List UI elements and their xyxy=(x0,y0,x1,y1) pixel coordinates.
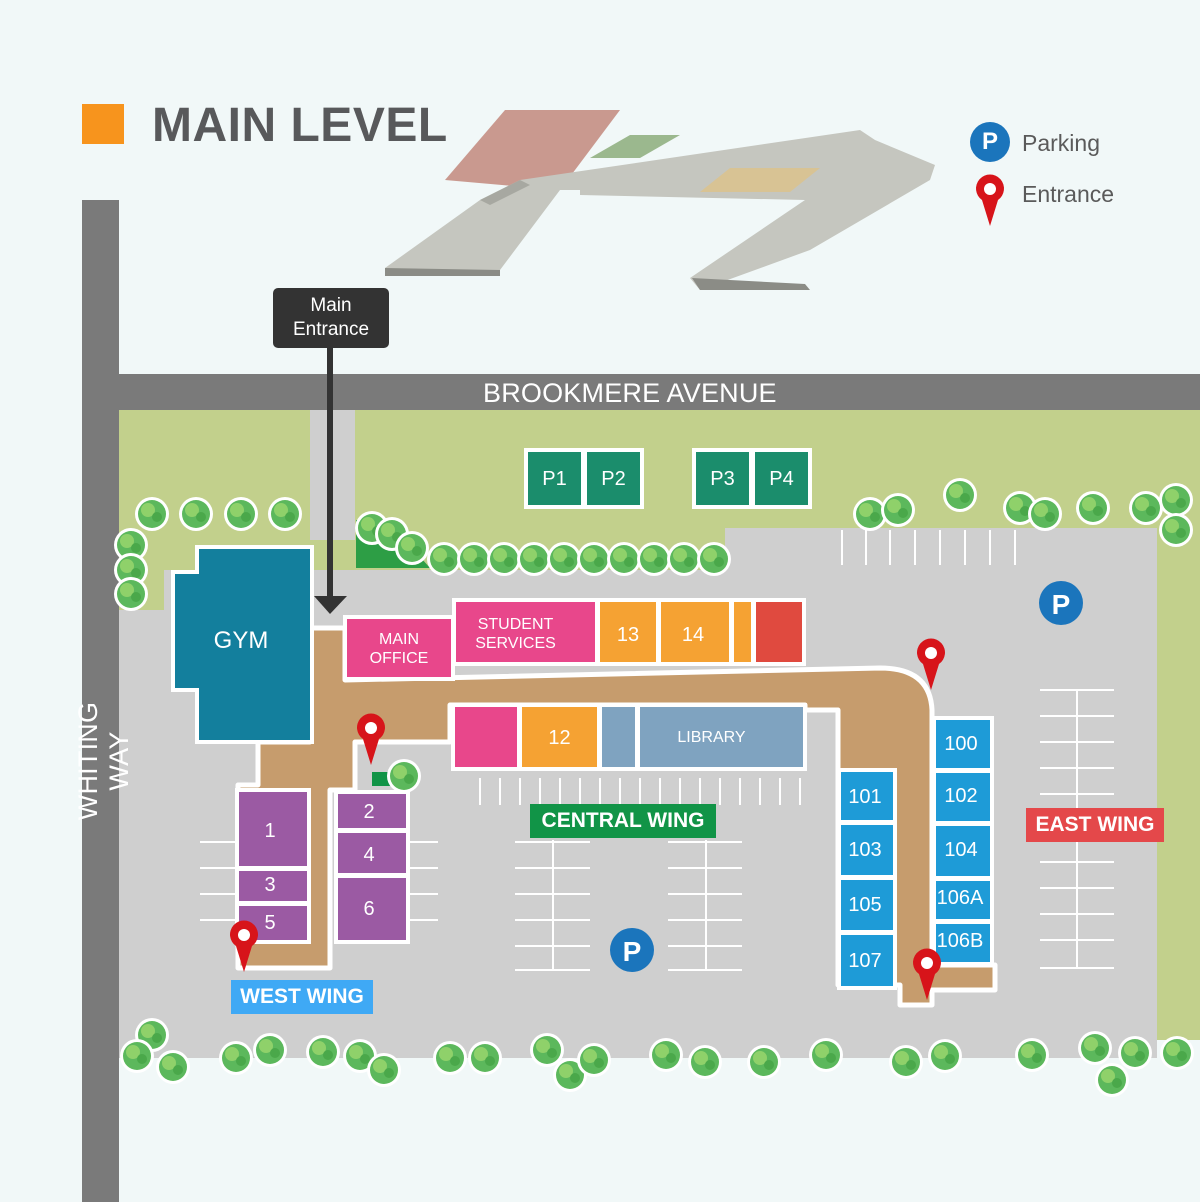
room-13-label: 13 xyxy=(616,624,640,646)
library-label: LIBRARY xyxy=(677,729,746,746)
parking-space-p2: P2 xyxy=(601,468,626,490)
main-office-label: MAIN OFFICE xyxy=(369,631,429,668)
library-room xyxy=(636,703,807,771)
main-office-room xyxy=(343,615,455,681)
room-102-label: 102 xyxy=(944,785,978,807)
west-wing-tag: WEST WING xyxy=(231,980,373,1014)
parking-icon-east xyxy=(1039,581,1083,625)
room-104 xyxy=(932,822,994,880)
central-wing-north-rooms xyxy=(343,598,806,681)
parking-icon-central xyxy=(610,928,654,972)
corridors xyxy=(235,625,998,1008)
entrance-arrow xyxy=(327,348,333,598)
room-104-label: 104 xyxy=(944,839,978,861)
parking-spaces xyxy=(524,448,812,509)
room-12-label: 12 xyxy=(548,727,571,749)
room-101 xyxy=(837,768,897,824)
room-101-label: 101 xyxy=(848,786,882,808)
room-1-label: 1 xyxy=(264,820,276,842)
parking-stripes xyxy=(200,530,1114,971)
room-100-label: 100 xyxy=(944,733,978,755)
room-107 xyxy=(837,931,897,990)
page-title: MAIN LEVEL xyxy=(152,99,448,152)
legend-entrance-label: Entrance xyxy=(1022,181,1115,207)
room-14-label: 14 xyxy=(681,624,705,646)
room-4-label: 4 xyxy=(363,844,375,866)
grass-east xyxy=(1155,535,1200,1040)
room-105 xyxy=(837,876,897,934)
room-13 xyxy=(596,598,660,666)
room-12 xyxy=(518,703,601,771)
room-3 xyxy=(235,867,311,905)
main-entrance-callout: Main Entrance xyxy=(273,288,389,348)
legend-icons xyxy=(970,122,1010,226)
parking-symbol-east: P xyxy=(1051,589,1071,620)
room-6-label: 6 xyxy=(363,898,375,920)
student-services-label: STUDENT SERVICES xyxy=(475,616,556,653)
street-whiting-way: WHITING WAY xyxy=(73,701,134,821)
title-color-square xyxy=(82,104,124,144)
room-106b xyxy=(932,920,994,966)
central-wing-tag: CENTRAL WING xyxy=(530,804,716,838)
parking-space-p4: P4 xyxy=(769,468,794,490)
room-1 xyxy=(235,788,311,870)
parking-symbol-central: P xyxy=(622,936,642,967)
room-3-label: 3 xyxy=(264,874,276,896)
room-5-label: 5 xyxy=(264,912,276,934)
room-6 xyxy=(334,874,410,944)
gym-label: GYM xyxy=(213,627,269,654)
room-106b-label: 106B xyxy=(936,930,984,952)
legend-parking-symbol: P xyxy=(981,128,998,155)
room-106a-label: 106A xyxy=(936,887,984,909)
east-wing-rooms xyxy=(837,716,994,990)
room-103-label: 103 xyxy=(848,839,882,861)
building-overview-3d xyxy=(385,110,935,290)
student-services-room xyxy=(452,598,599,666)
room-107-label: 107 xyxy=(848,950,882,972)
whiting-way-road xyxy=(82,200,119,1202)
legend-parking-label: Parking xyxy=(1022,130,1100,156)
gym-building xyxy=(171,545,314,744)
parking-space-p3: P3 xyxy=(710,468,735,490)
room-105-label: 105 xyxy=(848,894,882,916)
east-wing-tag: EAST WING xyxy=(1026,808,1164,842)
brookmere-avenue-road xyxy=(119,374,1200,410)
room-102 xyxy=(932,769,994,825)
room-2-label: 2 xyxy=(363,801,375,823)
west-wing-rooms xyxy=(235,788,410,944)
parking-space-p1: P1 xyxy=(542,468,567,490)
central-wing-south-rooms xyxy=(451,703,807,771)
street-brookmere-avenue: BROOKMERE AVENUE xyxy=(483,378,777,408)
